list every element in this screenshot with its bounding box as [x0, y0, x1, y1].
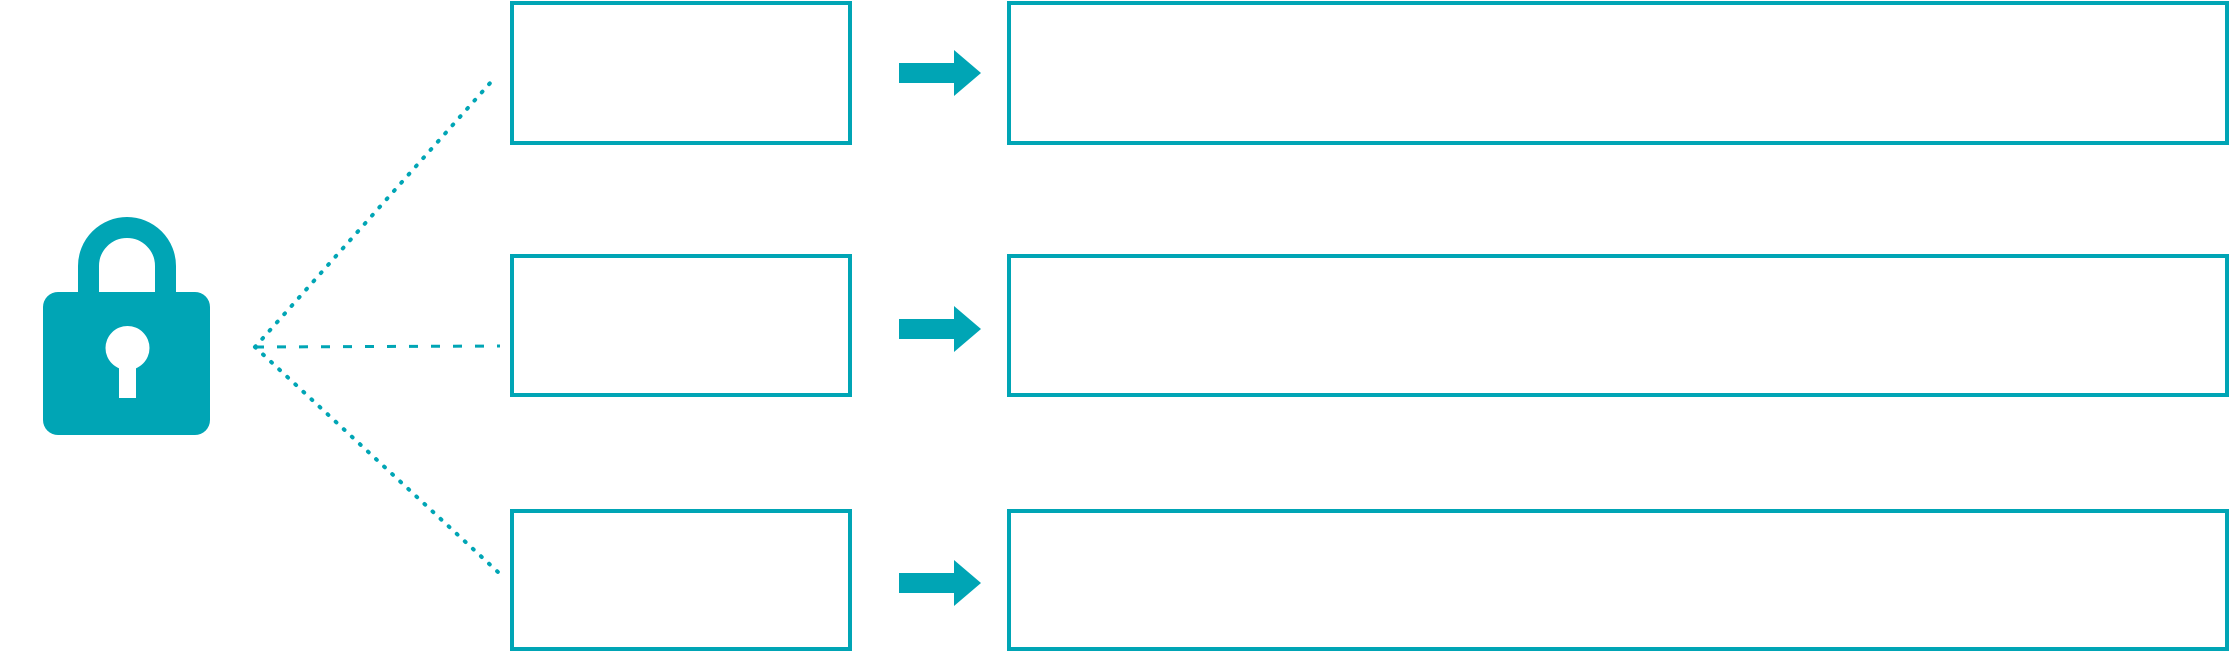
detail-box-1: [1007, 1, 2229, 145]
detail-box-3: [1007, 509, 2229, 651]
right-arrow-icon-3: [899, 560, 981, 606]
dotted-connector-bottom: [253, 345, 501, 575]
dotted-connector-top: [253, 80, 493, 349]
detail-box-2: [1007, 254, 2229, 397]
keyhole-circle: [105, 326, 150, 370]
keyhole-stem: [119, 358, 136, 398]
lock-shackle: [78, 217, 176, 302]
right-arrow-icon-1: [899, 50, 981, 96]
key-box-2: [510, 254, 852, 397]
lock-icon: [43, 217, 210, 435]
dashed-connector-middle: [254, 344, 501, 349]
key-box-1: [510, 1, 852, 145]
right-arrow-icon-2: [899, 306, 981, 352]
key-box-3: [510, 509, 852, 651]
